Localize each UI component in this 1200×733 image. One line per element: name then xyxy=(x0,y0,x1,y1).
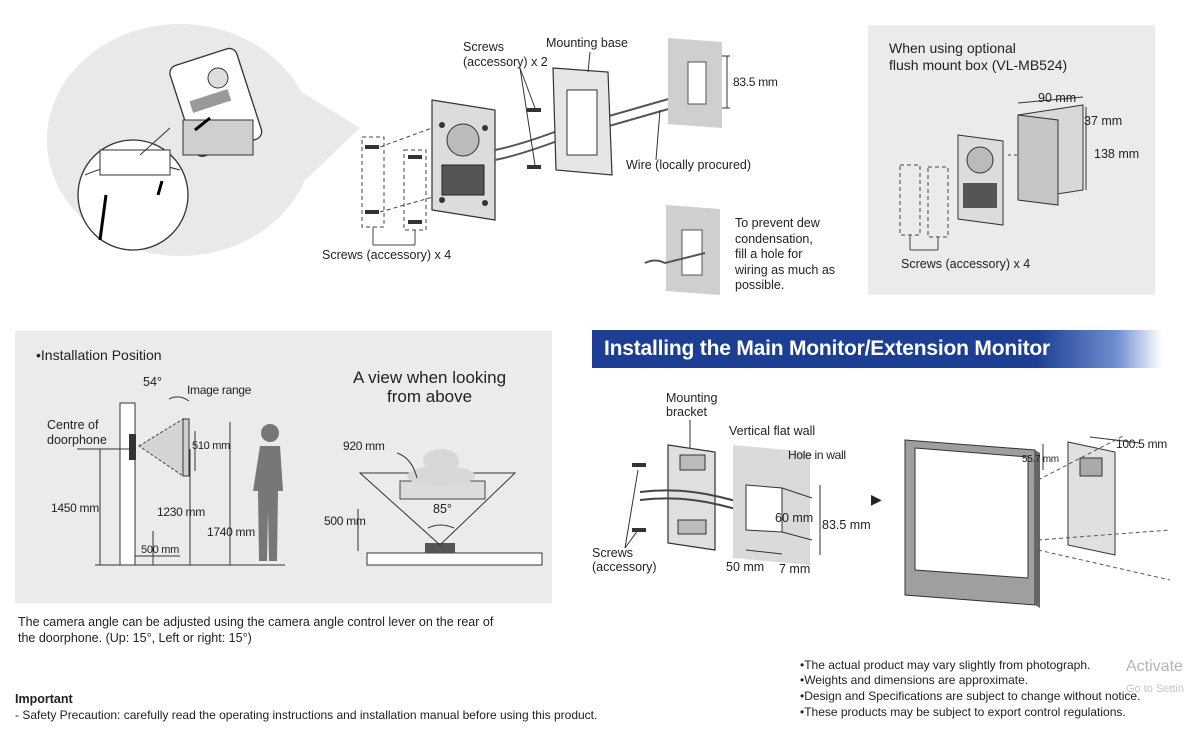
dim-7-label: 7 mm xyxy=(779,562,811,576)
dim-920-label: 920 mm xyxy=(343,439,385,453)
flush-mount-title: When using optional flush mount box (VL-… xyxy=(889,40,1068,73)
installation-position-title: •Installation Position xyxy=(36,347,162,363)
dim-55-7-label: 55.7 mm xyxy=(1022,454,1059,465)
monitor-screws-label: Screws (accessory) xyxy=(592,546,657,574)
dew-note: To prevent dew condensation, fill a hole… xyxy=(735,216,836,292)
note-item: •These products may be subject to export… xyxy=(800,705,1126,719)
note-item: •Weights and dimensions are approximate. xyxy=(800,673,1029,687)
flush-mount-panel: When using optional flush mount box (VL-… xyxy=(868,25,1155,295)
dim-60-label: 60 mm xyxy=(775,511,814,525)
angle-85-label: 85° xyxy=(433,502,452,516)
dim-100-5-label: 100.5 mm xyxy=(1116,437,1167,451)
next-step-arrow: ▶ xyxy=(871,491,882,507)
dim-83-5-label: 83.5 mm xyxy=(733,75,778,89)
camera-angle-note: The camera angle can be adjusted using t… xyxy=(18,615,494,645)
angle-54-label: 54° xyxy=(143,375,162,389)
doorphone-mounting-section: Screws (accessory) x 2 Mounting base 83.… xyxy=(0,0,860,300)
installation-position-panel: •Installation Position 54° Image range C… xyxy=(15,331,552,603)
main-monitor-illustration xyxy=(624,420,1171,608)
main-monitor-section: Mounting bracket Vertical flat wall Hole… xyxy=(580,380,1200,610)
hole-in-wall-label: Hole in wall xyxy=(788,448,846,462)
dim-90-label: 90 mm xyxy=(1038,91,1077,105)
dim-138-label: 138 mm xyxy=(1094,147,1140,161)
flush-screws-label: Screws (accessory) x 4 xyxy=(901,257,1031,271)
dim-1740-label: 1740 mm xyxy=(207,525,255,539)
dim-510-label: 510 mm xyxy=(192,440,230,452)
main-monitor-heading: Installing the Main Monitor/Extension Mo… xyxy=(592,330,1162,368)
note-item: •The actual product may vary slightly fr… xyxy=(800,658,1091,672)
note-item: •Design and Specifications are subject t… xyxy=(800,689,1141,703)
dim-1230-label: 1230 mm xyxy=(157,505,205,519)
installation-position-illustration xyxy=(77,396,543,566)
settings-watermark[interactable]: Go to Settin xyxy=(1126,683,1185,695)
main-monitor-heading-text: Installing the Main Monitor/Extension Mo… xyxy=(604,337,1050,360)
mounting-base-label: Mounting base xyxy=(546,36,629,50)
top-view-title: A view when looking from above xyxy=(353,368,507,406)
dim-83-5-monitor-label: 83.5 mm xyxy=(822,518,871,532)
doorphone-mounting-illustration xyxy=(47,24,730,295)
important-text: - Safety Precaution: carefully read the … xyxy=(15,708,598,722)
vertical-wall-label: Vertical flat wall xyxy=(729,424,816,438)
dim-37-label: 37 mm xyxy=(1084,114,1123,128)
mounting-bracket-label: Mounting bracket xyxy=(666,391,718,419)
dim-500-label: 500 mm xyxy=(141,544,179,556)
image-range-label: Image range xyxy=(187,383,252,397)
activate-watermark: Activate xyxy=(1126,658,1183,675)
centre-doorphone-label: Centre of doorphone xyxy=(47,418,107,447)
dim-50-label: 50 mm xyxy=(726,560,765,574)
dim-500-top-label: 500 mm xyxy=(324,514,366,528)
important-title: Important xyxy=(15,692,73,706)
screws-accessory-4-label: Screws (accessory) x 4 xyxy=(322,248,452,262)
flush-mount-illustration xyxy=(899,96,1087,251)
wire-label: Wire (locally procured) xyxy=(626,158,752,172)
screws-accessory-2-label: Screws (accessory) x 2 xyxy=(463,40,548,69)
dim-1450-label: 1450 mm xyxy=(51,501,99,515)
